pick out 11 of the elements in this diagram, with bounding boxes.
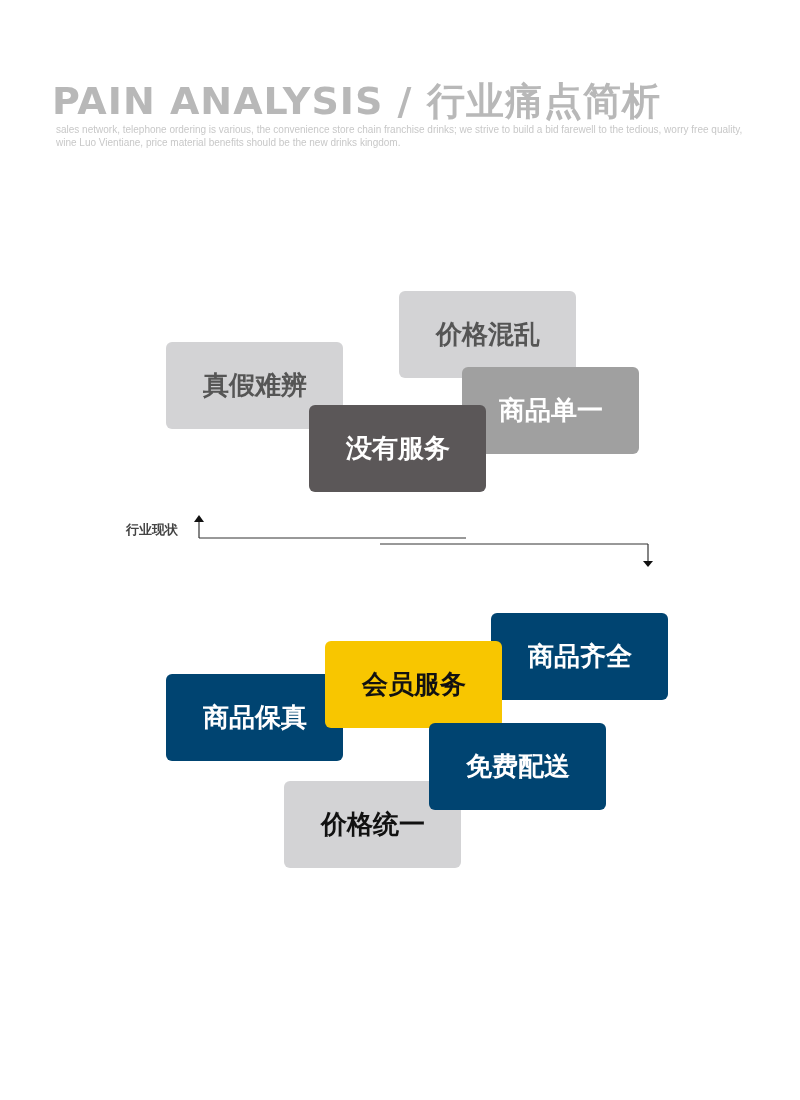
title: PAIN ANALYSIS / 行业痛点简析: [52, 78, 661, 125]
keyword-box: 商品保真: [166, 674, 343, 761]
keyword-box: 没有服务: [309, 405, 486, 492]
keyword-box: 免费配送: [429, 723, 606, 810]
axis-label: 行业现状: [126, 521, 178, 539]
keyword-box: 商品齐全: [491, 613, 668, 700]
keyword-box: 价格统一: [284, 781, 461, 868]
keyword-box: 商品单一: [462, 367, 639, 454]
keyword-box: 价格混乱: [399, 291, 576, 378]
keyword-box: 真假难辨: [166, 342, 343, 429]
keyword-box: 会员服务: [325, 641, 502, 728]
